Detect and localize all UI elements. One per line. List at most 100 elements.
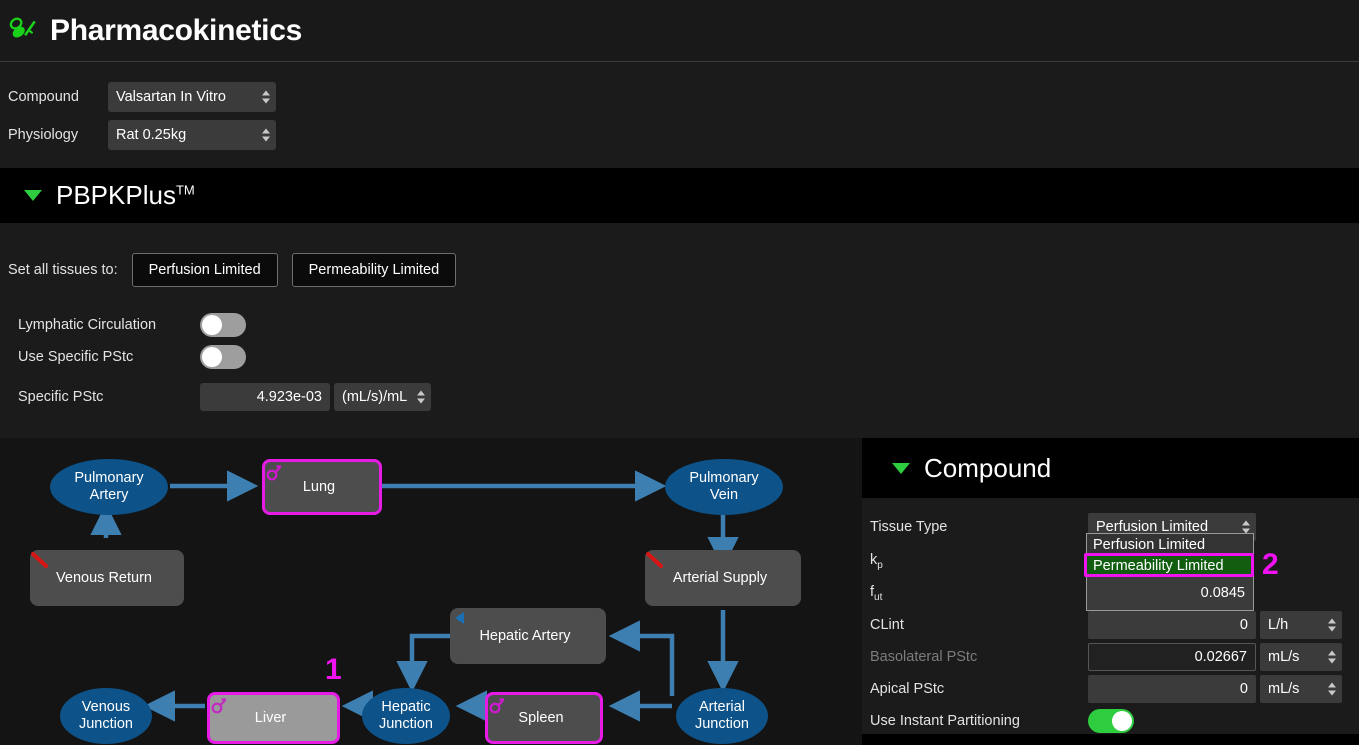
apical-pstc-unit-select[interactable]: mL/s xyxy=(1260,675,1342,703)
node-label: Liver xyxy=(254,710,287,726)
clint-label: CLint xyxy=(870,617,904,633)
spinner-icon[interactable] xyxy=(1328,650,1336,664)
clint-input[interactable]: 0 xyxy=(1088,611,1256,639)
spinner-icon[interactable] xyxy=(262,90,270,104)
spinner-icon[interactable] xyxy=(1328,682,1336,696)
node-label: Spleen xyxy=(518,710,564,726)
tissue-type-value: Perfusion Limited xyxy=(1096,519,1209,535)
lymphatic-circulation-toggle[interactable] xyxy=(200,313,246,337)
node-liver[interactable]: Liver xyxy=(207,692,340,744)
spinner-icon[interactable] xyxy=(1328,618,1336,632)
use-specific-pstc-label: Use Specific PStc xyxy=(18,349,134,365)
permeability-icon xyxy=(266,465,281,481)
node-lung[interactable]: Lung xyxy=(262,459,382,515)
basolateral-pstc-unit-select[interactable]: mL/s xyxy=(1260,643,1342,671)
node-label: Hepatic Artery xyxy=(479,628,571,644)
set-all-tissues-row: Set all tissues to: Perfusion Limited Pe… xyxy=(8,253,457,287)
physiology-select[interactable]: Rat 0.25kg xyxy=(108,120,276,150)
instant-partitioning-row: Use Instant Partitioning xyxy=(870,706,1134,736)
node-arterial-supply[interactable]: Arterial Supply xyxy=(645,550,801,606)
node-hepatic-artery[interactable]: Hepatic Artery xyxy=(450,608,606,664)
specific-pstc-row: Specific PStc 4.923e-03 (mL/s)/mL xyxy=(18,383,432,411)
node-label: Arterial Supply xyxy=(672,570,768,586)
basolateral-pstc-unit-value: mL/s xyxy=(1268,649,1300,665)
pbpkplus-title: PBPKPlusTM xyxy=(56,180,195,211)
basolateral-pstc-input[interactable]: 0.02667 xyxy=(1088,643,1256,671)
use-specific-pstc-row: Use Specific PStc xyxy=(18,345,246,369)
compound-title: Compound xyxy=(924,452,1052,483)
apical-pstc-label: Apical PStc xyxy=(870,681,945,697)
specific-pstc-label: Specific PStc xyxy=(18,389,104,405)
node-venous-return[interactable]: Venous Return xyxy=(30,550,184,606)
node-label: Lung xyxy=(302,479,336,495)
physiology-select-value: Rat 0.25kg xyxy=(116,127,187,143)
annotation-number-2: 2 xyxy=(1262,548,1279,581)
top-selectors: Compound Valsartan In Vitro Physiology R… xyxy=(0,64,1359,164)
use-specific-pstc-toggle[interactable] xyxy=(200,345,246,369)
spinner-icon[interactable] xyxy=(1242,520,1250,534)
tissue-type-dropdown-list[interactable]: Perfusion Limited Permeability Limited 0… xyxy=(1086,533,1254,611)
physiology-label: Physiology xyxy=(8,127,79,143)
kp-label: kp xyxy=(870,551,883,571)
app-header: Pharmacokinetics xyxy=(0,0,1359,62)
clint-row: CLint 0 L/h xyxy=(870,610,1342,640)
spinner-icon[interactable] xyxy=(262,128,270,142)
fut-row: fut xyxy=(870,578,1088,608)
caret-down-icon[interactable] xyxy=(24,190,42,201)
page-title: Pharmacokinetics xyxy=(50,13,302,47)
node-label: Venous Return xyxy=(56,570,152,586)
diagram-edges xyxy=(90,470,739,722)
compound-fields: Tissue Type Perfusion Limited kp fut CLi… xyxy=(862,498,1359,733)
permeability-icon xyxy=(489,698,504,714)
specific-pstc-input[interactable]: 4.923e-03 xyxy=(200,383,330,411)
compound-row: Compound Valsartan In Vitro xyxy=(8,78,1359,116)
basolateral-pstc-row: Basolateral PStc 0.02667 mL/s xyxy=(870,642,1342,672)
blue-arrow-left-icon xyxy=(455,612,464,624)
specific-pstc-unit-select[interactable]: (mL/s)/mL xyxy=(334,383,432,411)
instant-partitioning-toggle[interactable] xyxy=(1088,709,1134,733)
permeability-limited-button[interactable]: Permeability Limited xyxy=(291,253,457,287)
kp-row: kp xyxy=(870,546,1088,576)
pbpkplus-body: Set all tissues to: Perfusion Limited Pe… xyxy=(0,223,1359,438)
fut-label: fut xyxy=(870,583,883,603)
pbpkplus-title-text: PBPKPlus xyxy=(56,180,176,210)
node-spleen[interactable]: Spleen xyxy=(485,692,603,744)
pbpkplus-section-header[interactable]: PBPKPlusTM xyxy=(0,168,1359,223)
trademark-mark: TM xyxy=(175,182,195,198)
caret-down-icon[interactable] xyxy=(892,462,910,474)
apical-pstc-unit-value: mL/s xyxy=(1268,681,1300,697)
spinner-icon[interactable] xyxy=(417,390,426,404)
apical-pstc-row: Apical PStc 0 mL/s xyxy=(870,674,1342,704)
physiology-row: Physiology Rat 0.25kg xyxy=(8,116,1359,154)
compound-section-header[interactable]: Compound xyxy=(862,438,1359,498)
lymphatic-circulation-row: Lymphatic Circulation xyxy=(18,313,246,337)
perfusion-limited-button[interactable]: Perfusion Limited xyxy=(131,253,278,287)
dropdown-option-permeability-limited[interactable]: Permeability Limited xyxy=(1087,555,1253,576)
permeability-icon xyxy=(211,698,226,714)
compound-select-value: Valsartan In Vitro xyxy=(116,89,226,105)
compound-panel-footer xyxy=(862,734,1359,745)
compound-select[interactable]: Valsartan In Vitro xyxy=(108,82,276,112)
tissue-type-label: Tissue Type xyxy=(870,519,948,535)
lymphatic-circulation-label: Lymphatic Circulation xyxy=(18,317,157,333)
apical-pstc-input[interactable]: 0 xyxy=(1088,675,1256,703)
clint-unit-select[interactable]: L/h xyxy=(1260,611,1342,639)
red-slash-icon xyxy=(646,552,663,568)
red-slash-icon xyxy=(31,552,48,568)
basolateral-pstc-label: Basolateral PStc xyxy=(870,649,978,665)
pill-syringe-icon xyxy=(9,17,36,37)
specific-pstc-unit-value: (mL/s)/mL xyxy=(342,389,408,405)
annotation-number-1: 1 xyxy=(325,653,342,686)
clint-unit-value: L/h xyxy=(1268,617,1289,633)
dropdown-option-perfusion-limited[interactable]: Perfusion Limited xyxy=(1093,536,1206,553)
instant-partitioning-label: Use Instant Partitioning xyxy=(870,713,1020,729)
